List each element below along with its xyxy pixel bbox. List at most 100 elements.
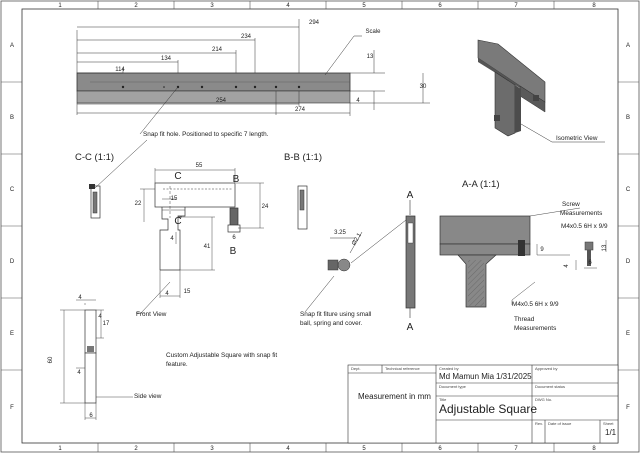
row-label-C-right: C xyxy=(626,187,631,193)
dim-4-side-left: 4 xyxy=(77,370,81,376)
thread-spec: M4x0.5 6H x 9/9 xyxy=(512,301,559,308)
screw-spec: M4x0.5 6H x 9/9 xyxy=(561,223,608,230)
col-label-5-bottom: 5 xyxy=(362,446,366,452)
dim-6-screw: 6 xyxy=(588,260,592,266)
section-cc-title: C-C (1:1) xyxy=(75,152,114,163)
row-label-E-right: E xyxy=(626,331,630,337)
row-label-F-right: F xyxy=(626,405,630,411)
document-status-label: Document status xyxy=(535,384,566,389)
row-label-E: E xyxy=(10,331,14,337)
dim-17: 17 xyxy=(103,321,110,327)
dim-15-front: 15 xyxy=(184,289,191,295)
thread-measurements-line2: Measurements xyxy=(514,325,556,332)
col-label-3: 3 xyxy=(210,3,214,9)
col-label-3-bottom: 3 xyxy=(210,446,214,452)
dim-234: 234 xyxy=(241,34,252,40)
section-bb-title: B-B (1:1) xyxy=(284,152,322,163)
snap-fit-fixture-note-line1: Snap fit fiture using small xyxy=(300,311,371,318)
row-label-C: C xyxy=(10,187,15,193)
dim-4-screw: 4 xyxy=(564,264,570,268)
isometric-view: Isometric View xyxy=(477,39,605,143)
section-marker-a-bottom: A xyxy=(407,322,414,333)
scale-label: Scale xyxy=(365,29,381,35)
screw-icon xyxy=(584,241,594,251)
col-label-5: 5 xyxy=(362,3,366,9)
col-label-4: 4 xyxy=(286,3,290,9)
dim-4-front: 4 xyxy=(170,236,174,242)
approved-by-label: Approved by xyxy=(535,366,558,371)
dim-22: 22 xyxy=(135,201,142,207)
screw-measurements-line2: Measurements xyxy=(560,210,602,217)
section-marker-c-top: C xyxy=(174,171,181,182)
section-aa-narrow xyxy=(405,200,416,318)
section-bb: B-B (1:1) xyxy=(284,152,322,230)
col-label-6: 6 xyxy=(438,3,442,9)
drawing-title: Adjustable Square xyxy=(439,402,538,416)
col-label-4-bottom: 4 xyxy=(286,446,290,452)
col-label-7-bottom: 7 xyxy=(514,446,518,452)
custom-note-line2: feature. xyxy=(166,361,188,368)
col-label-1-bottom: 1 xyxy=(58,446,62,452)
created-by-value: Md Mamun Mia xyxy=(439,372,495,381)
sheet-label: Sheet xyxy=(603,421,614,426)
dim-134: 134 xyxy=(161,56,172,62)
dim-274: 274 xyxy=(295,107,306,113)
dwg-no-label: DWG No. xyxy=(535,397,553,402)
dim-9: 9 xyxy=(540,247,544,253)
dim-dia-2-1: Ø2.1 xyxy=(351,232,363,247)
front-view-label: Front View xyxy=(136,311,167,318)
col-label-2-bottom: 2 xyxy=(134,446,138,452)
col-label-6-bottom: 6 xyxy=(438,446,442,452)
section-marker-b-bottom: B xyxy=(230,246,237,257)
dim-24: 24 xyxy=(262,204,269,210)
tech-ref-label: Technical reference xyxy=(385,366,420,371)
title-label: Title xyxy=(439,397,447,402)
dim-4: 4 xyxy=(356,98,360,104)
row-label-F: F xyxy=(10,405,14,411)
screw-measurements-line1: Screw xyxy=(562,201,580,208)
dim-13: 13 xyxy=(367,54,374,60)
dim-41: 41 xyxy=(204,244,211,250)
row-label-B: B xyxy=(10,115,14,121)
dim-6-side: 6 xyxy=(89,413,93,419)
title-block xyxy=(347,364,619,444)
front-view xyxy=(136,168,264,314)
dim-4-side-top: 4 xyxy=(78,295,82,301)
section-aa: A-A (1:1) xyxy=(439,179,607,308)
isometric-view-label: Isometric View xyxy=(556,135,598,142)
snap-fit-fixture-detail xyxy=(304,219,407,313)
dim-214: 214 xyxy=(212,47,223,53)
created-by-label: Created by xyxy=(439,366,459,371)
snap-fit-fixture-note-line2: ball, spring and cover. xyxy=(300,320,362,327)
section-marker-b-top: B xyxy=(233,174,240,185)
dim-55: 55 xyxy=(196,163,203,169)
section-marker-c-bottom: C xyxy=(174,216,181,227)
row-label-B-right: B xyxy=(626,115,630,121)
date-of-issue-label: Date of issue xyxy=(548,421,572,426)
col-label-1: 1 xyxy=(58,3,62,9)
col-label-7: 7 xyxy=(514,3,518,9)
dim-13-screw: 13 xyxy=(602,244,608,251)
dim-114: 114 xyxy=(115,67,125,73)
side-view-label: Side view xyxy=(134,393,162,400)
dim-254: 254 xyxy=(216,98,227,104)
rev-label: Rev. xyxy=(535,421,543,426)
section-marker-a-top: A xyxy=(407,190,414,201)
sheet-number: 1/1 xyxy=(605,428,617,437)
row-label-D: D xyxy=(10,259,15,265)
dept-label: Dept. xyxy=(351,366,361,371)
dim-15: 15 xyxy=(171,196,178,202)
top-view: 294 234 214 134 114 254 274 13 4 30 Scal… xyxy=(76,19,430,138)
col-label-8-bottom: 8 xyxy=(592,446,596,452)
dim-4-front-b: 4 xyxy=(165,291,169,297)
row-label-A: A xyxy=(10,43,14,49)
row-label-A-right: A xyxy=(626,43,630,49)
snap-fit-hole-note: Snap fit hole. Positioned to specific 7 … xyxy=(143,131,269,138)
col-label-2: 2 xyxy=(134,3,138,9)
document-type-label: Document type xyxy=(439,384,466,389)
created-date-value: 1/31/2025 xyxy=(496,372,532,381)
section-aa-title: A-A (1:1) xyxy=(462,179,500,190)
dim-60: 60 xyxy=(48,356,54,363)
